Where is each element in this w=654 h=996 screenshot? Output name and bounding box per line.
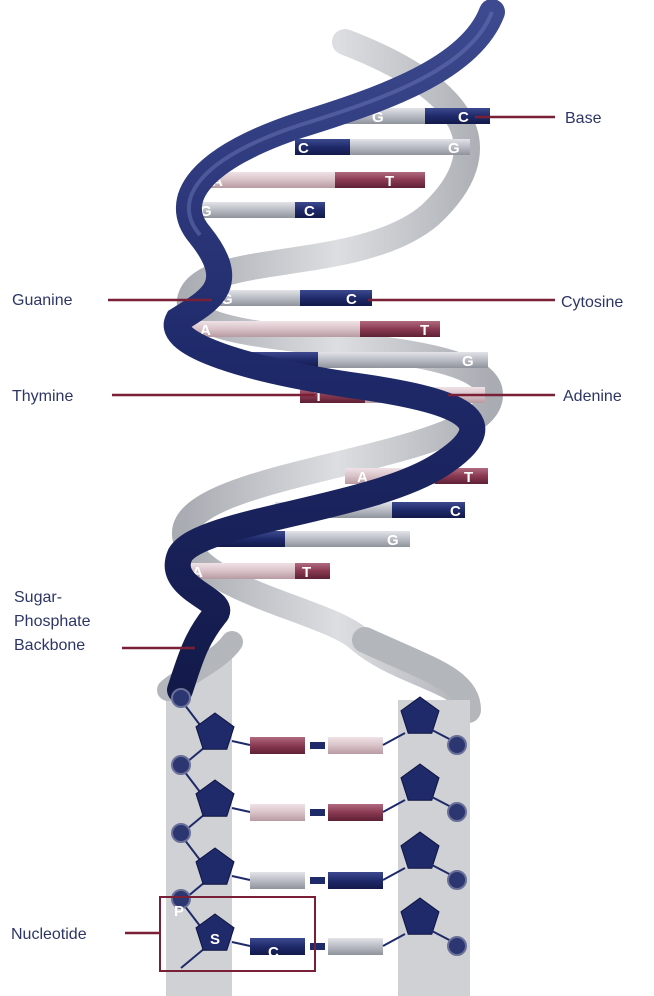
hydrogen-bond xyxy=(310,943,325,950)
base-letter-right: G xyxy=(462,353,474,370)
label-thymine: Thymine xyxy=(12,388,73,405)
label-backbone-1: Sugar- xyxy=(14,589,62,606)
base-letter-left: C xyxy=(298,140,309,157)
hydrogen-bond xyxy=(310,742,325,749)
base-bar-right xyxy=(295,563,330,579)
base-block-left xyxy=(250,737,305,754)
base-letter-right: C xyxy=(458,109,469,126)
base-bar-right xyxy=(300,290,372,306)
label-base: Base xyxy=(565,110,602,127)
base-letter-right: T xyxy=(464,469,473,486)
base-letter-right: C xyxy=(304,203,315,220)
nucleotide-phosphate-label: P xyxy=(174,903,184,920)
base-block-right xyxy=(328,804,383,821)
phosphate-right xyxy=(448,937,466,955)
phosphate-right xyxy=(448,803,466,821)
base-bar-right xyxy=(335,172,425,188)
base-block-right xyxy=(328,737,383,754)
label-adenine: Adenine xyxy=(563,388,622,405)
hydrogen-bond xyxy=(310,809,325,816)
base-block-right xyxy=(328,872,383,889)
base-block-right xyxy=(328,938,383,955)
sugar-base-link-left xyxy=(232,876,250,880)
phosphate-left xyxy=(172,756,190,774)
base-block-left xyxy=(250,872,305,889)
base-letter-right: C xyxy=(450,503,461,520)
phosphate-right xyxy=(448,736,466,754)
base-block-left xyxy=(250,804,305,821)
base-letter-right: G xyxy=(387,532,399,549)
phosphate-left xyxy=(172,689,190,707)
nucleotide-sugar-label: S xyxy=(210,931,220,948)
label-backbone-3: Backbone xyxy=(14,637,85,654)
hydrogen-bond xyxy=(310,877,325,884)
sugar-base-link-left xyxy=(232,942,250,946)
base-letter-right: C xyxy=(346,291,357,308)
base-letter-right: T xyxy=(385,173,394,190)
phosphate-right xyxy=(448,871,466,889)
nucleotide-base-label: C xyxy=(268,944,279,961)
base-letter-right: T xyxy=(302,564,311,581)
label-nucleotide: Nucleotide xyxy=(11,926,87,943)
base-letter-right: T xyxy=(420,322,429,339)
sugar-base-link-left xyxy=(232,741,250,745)
base-letter-right: G xyxy=(448,140,460,157)
label-guanine: Guanine xyxy=(12,292,73,309)
phosphate-left xyxy=(172,824,190,842)
sugar-base-link-left xyxy=(232,808,250,812)
label-cytosine: Cytosine xyxy=(561,294,623,311)
label-backbone-2: Phosphate xyxy=(14,613,91,630)
